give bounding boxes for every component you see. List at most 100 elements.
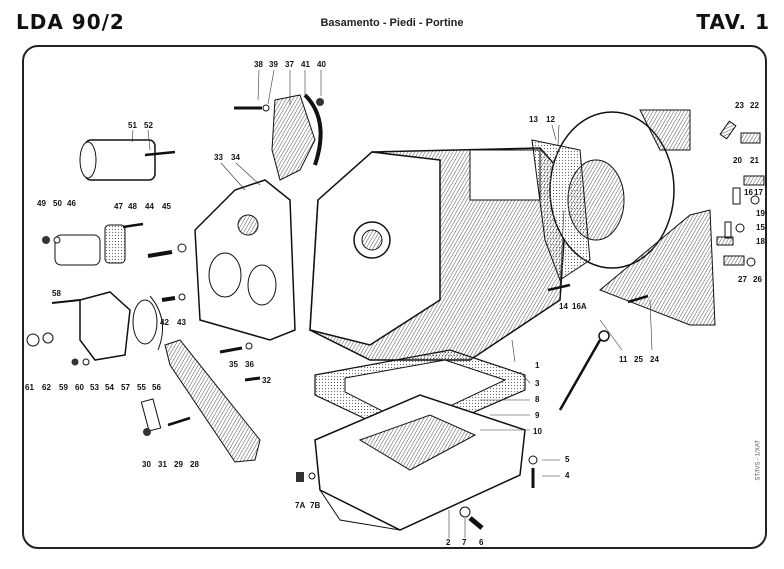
part-label-35: 35: [229, 360, 238, 369]
nut-49: [42, 236, 50, 244]
part-label-4: 4: [565, 471, 570, 480]
part-label-27: 27: [738, 275, 747, 284]
part-label-7: 7: [462, 538, 467, 547]
part-label-2: 2: [446, 538, 451, 547]
part-label-44: 44: [145, 202, 154, 211]
gasket-3-opening: [344, 359, 507, 426]
part-label-16: 16: [744, 188, 753, 197]
washer-60: [82, 358, 90, 366]
washer-50: [53, 236, 61, 244]
seal-55: [132, 299, 158, 345]
part-label-18: 18: [756, 237, 765, 246]
plate-21: [743, 175, 765, 186]
washer-45: [177, 243, 187, 253]
part-label-54: 54: [105, 383, 114, 392]
part-label-50: 50: [53, 199, 62, 208]
gasket-47: [104, 224, 126, 264]
stud-58: [51, 299, 81, 304]
washer-7: [459, 506, 471, 518]
cover-46: [54, 234, 101, 266]
part-label-5: 5: [565, 455, 570, 464]
part-label-6: 6: [479, 538, 484, 547]
bearing-housing-51: [79, 139, 156, 181]
part-label-7a: 7A: [295, 501, 305, 510]
stud-29: [167, 416, 191, 427]
part-label-31: 31: [158, 460, 167, 469]
dipstick-ring: [598, 330, 610, 342]
nut-30: [143, 428, 151, 436]
cover-bracket-37: [271, 94, 316, 181]
part-label-29: 29: [174, 460, 183, 469]
strap-41: [303, 93, 323, 166]
plate-number: TAV. 1: [696, 10, 770, 34]
washer-62: [42, 332, 54, 344]
part-label-7b: 7B: [310, 501, 320, 510]
washer-7b: [308, 472, 316, 480]
part-label-26: 26: [753, 275, 762, 284]
part-label-24: 24: [650, 355, 659, 364]
part-label-15: 15: [756, 223, 765, 232]
timing-cover: [194, 179, 296, 341]
part-label-58: 58: [52, 289, 61, 298]
stud-32: [244, 376, 261, 382]
part-label-20: 20: [733, 156, 742, 165]
part-label-28: 28: [190, 460, 199, 469]
part-label-53: 53: [90, 383, 99, 392]
part-label-39: 39: [269, 60, 278, 69]
part-label-59: 59: [59, 383, 68, 392]
part-label-51: 51: [128, 121, 137, 130]
part-label-36: 36: [245, 360, 254, 369]
washer-5: [528, 455, 538, 465]
part-label-37: 37: [285, 60, 294, 69]
part-label-49: 49: [37, 199, 46, 208]
oil-sump: [314, 394, 526, 531]
part-label-22: 22: [750, 101, 759, 110]
part-label-12: 12: [546, 115, 555, 124]
leader-lines: [131, 69, 653, 538]
ring-56: [149, 295, 163, 351]
part-label-52: 52: [144, 121, 153, 130]
stud-52: [144, 150, 176, 157]
part-label-42: 42: [160, 318, 169, 327]
part-label-25: 25: [634, 355, 643, 364]
screw-42: [161, 296, 176, 302]
plate-20: [732, 187, 741, 205]
drawing-frame: [22, 45, 767, 549]
part-label-33: 33: [214, 153, 223, 162]
washer-36: [245, 342, 253, 350]
screw-44: [147, 250, 173, 258]
part-label-40: 40: [317, 60, 326, 69]
part-label-61: 61: [25, 383, 34, 392]
stud-14: [547, 283, 571, 292]
part-label-3: 3: [535, 379, 540, 388]
part-label-41: 41: [301, 60, 310, 69]
nut-40: [316, 98, 324, 106]
part-label-62: 62: [42, 383, 51, 392]
nut-26: [746, 257, 756, 267]
screw-35: [219, 346, 243, 354]
part-label-10: 10: [533, 427, 542, 436]
part-label-1: 1: [535, 361, 540, 370]
crankcase-block: [309, 147, 569, 361]
dipstick-11: [558, 339, 602, 411]
reference-code: ST/IVS - 1/XAT: [756, 440, 762, 481]
engine-model-title: LDA 90/2: [16, 10, 125, 34]
part-label-19: 19: [756, 209, 765, 218]
plug-7a: [296, 472, 304, 482]
part-label-9: 9: [535, 411, 540, 420]
part-label-16a: 16A: [572, 302, 587, 311]
engine-foot-28: [164, 339, 261, 463]
plate-23: [719, 120, 737, 140]
plug-61: [26, 333, 40, 347]
plate-22: [740, 132, 761, 144]
plate-31: [140, 398, 162, 432]
part-label-48: 48: [128, 202, 137, 211]
part-label-32: 32: [262, 376, 271, 385]
part-label-56: 56: [152, 383, 161, 392]
part-label-43: 43: [177, 318, 186, 327]
part-label-34: 34: [231, 153, 240, 162]
part-label-14: 14: [559, 302, 568, 311]
stud-25: [627, 294, 649, 304]
part-label-21: 21: [750, 156, 759, 165]
part-label-17: 17: [754, 188, 763, 197]
